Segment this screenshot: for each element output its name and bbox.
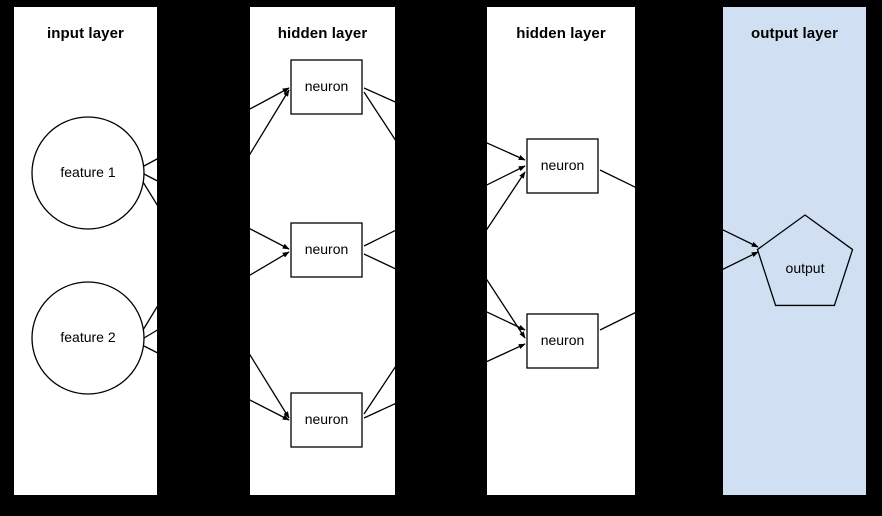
layer-title-input-layer: input layer (47, 25, 124, 42)
layer-panel-output-layer: output layer (723, 7, 866, 495)
layer-panel-hidden-layer-2: hidden layer (487, 7, 635, 495)
layer-panel-hidden-layer-1: hidden layer (250, 7, 395, 495)
layer-title-output-layer: output layer (750, 25, 839, 42)
layer-title-hidden-layer-2: hidden layer (516, 25, 606, 42)
layer-panel-input-layer: input layer (14, 7, 157, 495)
layer-title-hidden-layer-1: hidden layer (277, 25, 368, 42)
